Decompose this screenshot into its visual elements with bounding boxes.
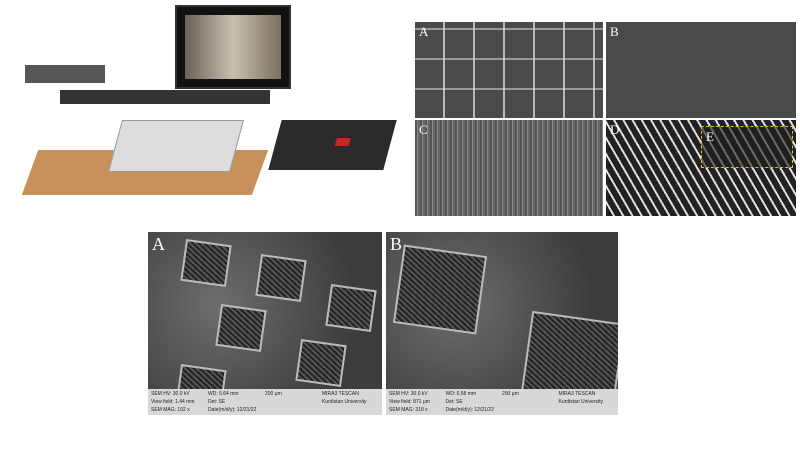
sem-panel-c: C	[415, 120, 603, 216]
sem-info-text: SEM MAG: 192 x	[151, 407, 190, 413]
sem-panel-bottom-b: B SEM HV: 30.0 kV WD: 6.58 mm 200 µm MIRA3 …	[386, 232, 618, 415]
gantry	[60, 90, 270, 104]
sem-info-text: 200 µm	[265, 391, 282, 397]
sem-info-bar: SEM HV: 30.0 kV WD: 6.58 mm 200 µm MIRA3 TE…	[386, 389, 618, 415]
sem-info-text: E	[706, 129, 714, 144]
sem-info-text: 200 µm	[502, 391, 519, 397]
sem-info-text: Kurdistan University	[322, 399, 367, 405]
sem-info-text: Date(m/d/y): 12/21/22	[445, 407, 494, 413]
sem-info-text: Date(m/d/y): 12/21/22	[208, 407, 257, 413]
sem-info-text: B	[610, 24, 619, 39]
top-sem-panels: A B C D E	[415, 22, 796, 216]
sem-info-text: A	[419, 24, 429, 39]
sem-info-text: C	[419, 122, 428, 137]
sem-info-text: SEM MAG: 318 x	[389, 407, 428, 413]
sem-info-text: Det: SE	[208, 399, 226, 405]
sem-info-text: Det: SE	[445, 399, 463, 405]
power-supply	[268, 120, 397, 170]
sem-info-text: SEM HV: 30.0 kV	[151, 391, 190, 397]
sem-info-text: View field: 871 µm	[389, 399, 430, 405]
sem-info-text: Kurdistan University	[558, 399, 603, 405]
sem-panel-a: A	[415, 22, 603, 118]
sem-panel-d: D E	[606, 120, 796, 216]
monitor	[175, 5, 291, 89]
inset-e: E	[701, 126, 793, 168]
sem-panel-bottom-a: A SEM HV: 30.0 kV WD: 5.64 mm 200 µm MIRA3 …	[148, 232, 382, 415]
sem-info-text: WD: 6.58 mm	[445, 391, 477, 397]
sem-info-bar: SEM HV: 30.0 kV WD: 5.64 mm 200 µm MIRA3 TE…	[148, 389, 382, 415]
sem-info-text: B	[390, 234, 403, 254]
sem-info-text: A	[152, 234, 165, 254]
sem-info-text: D	[610, 122, 620, 137]
sem-panel-b: B	[606, 22, 796, 118]
sem-info-text: SEM HV: 30.0 kV	[389, 391, 428, 397]
electrospinning-apparatus-illustration	[20, 0, 415, 215]
sem-info-text: MIRA3 TESCAN	[558, 391, 596, 397]
sem-info-text: MIRA3 TESCAN	[322, 391, 359, 397]
syringe-pump	[25, 65, 105, 83]
stage	[108, 120, 244, 172]
sem-info-text: View field: 1.44 mm	[151, 399, 195, 405]
sem-info-text: WD: 5.64 mm	[208, 391, 239, 397]
